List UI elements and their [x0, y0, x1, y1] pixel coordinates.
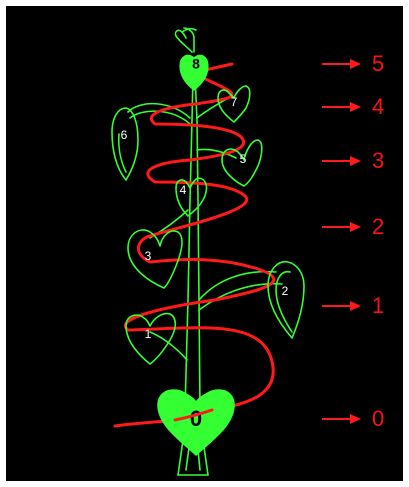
arrow-head-icon [350, 301, 361, 311]
turn-marker-2: 2 [322, 214, 384, 239]
turn-label-3: 3 [372, 148, 384, 173]
turn-label-5: 5 [372, 51, 384, 76]
turn-label-2: 2 [372, 214, 384, 239]
spiral-front [173, 408, 214, 422]
turn-label-1: 1 [372, 293, 384, 318]
arrow-head-icon [350, 156, 361, 166]
arrow-head-icon [350, 102, 361, 112]
arrow-head-icon [350, 59, 361, 69]
leaf-0: 0 [157, 389, 235, 457]
leaf-5: 5 [221, 139, 263, 187]
arrow-head-icon [350, 414, 361, 424]
leaf-label-8: 8 [192, 56, 200, 72]
turn-label-4: 4 [372, 94, 384, 119]
leaf-label-2: 2 [282, 284, 289, 298]
leaf-label-7: 7 [231, 95, 238, 109]
leaf-7: 7 [217, 85, 251, 123]
turn-marker-0: 0 [322, 406, 384, 431]
leaf-label-1: 1 [145, 327, 152, 341]
turn-marker-1: 1 [322, 293, 384, 318]
leaf-label-0: 0 [190, 406, 202, 431]
leaf-1: 1 [125, 312, 177, 365]
leaf-4: 4 [175, 177, 208, 217]
leaf-label-3: 3 [145, 249, 152, 263]
leaf-6: 6 [111, 107, 139, 181]
leaf-label-5: 5 [240, 152, 247, 166]
turn-marker-3: 3 [322, 148, 384, 173]
leaf-label-6: 6 [121, 128, 128, 142]
turn-markers: 5 4 3 2 1 0 [322, 51, 384, 431]
leaf-3: 3 [127, 229, 183, 289]
leaf-8: 8 [174, 27, 209, 91]
turn-marker-4: 4 [322, 94, 384, 119]
arrow-head-icon [350, 222, 361, 232]
turn-label-0: 0 [372, 406, 384, 431]
leaf-label-4: 4 [180, 183, 187, 197]
leaf-2: 2 [267, 261, 305, 339]
turn-marker-5: 5 [322, 51, 384, 76]
